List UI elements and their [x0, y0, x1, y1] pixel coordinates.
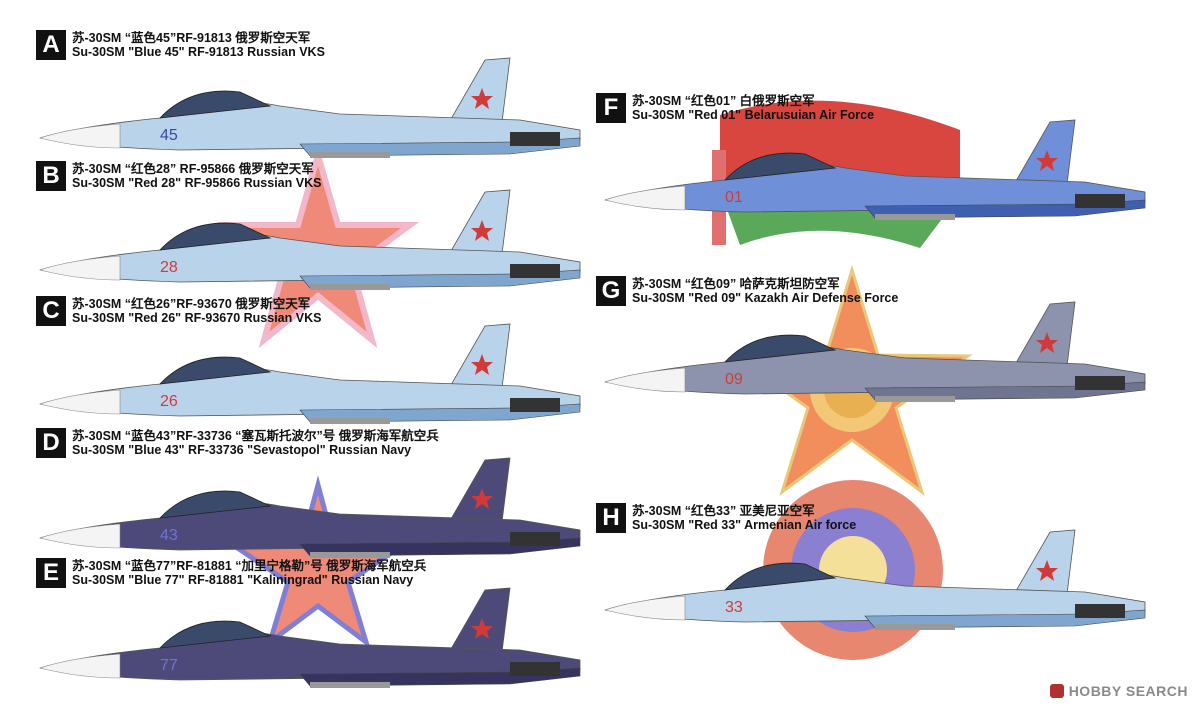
profile-letter: H	[596, 503, 626, 533]
su30-aircraft-c: 26	[38, 323, 581, 424]
profile-title-en: Su-30SM "Blue 77" RF-81881 "Kaliningrad"…	[72, 573, 414, 587]
aircraft-number: 26	[160, 393, 178, 410]
profile-letter: G	[596, 276, 626, 306]
profile-title-en: Su-30SM "Red 28" RF-95866 Russian VKS	[72, 176, 322, 190]
aircraft-number: 33	[725, 599, 743, 616]
profile-title-en: Su-30SM "Red 26" RF-93670 Russian VKS	[72, 311, 322, 325]
watermark-text: HOBBY SEARCH	[1068, 683, 1188, 699]
profile-letter: A	[36, 30, 66, 60]
profile-title-cn: 苏-30SM “红色26”RF-93670 俄罗斯空天军	[72, 297, 311, 311]
su30-aircraft-d: 43	[38, 457, 581, 558]
profile-title-cn: 苏-30SM “红色28” RF-95866 俄罗斯空天军	[72, 162, 314, 176]
profile-label-e: E 苏-30SM “蓝色77”RF-81881 “加里宁格勒”号 俄罗斯海军航空…	[36, 558, 426, 588]
aircraft-number: 77	[160, 657, 178, 674]
profile-title-en: Su-30SM "Blue 43" RF-33736 "Sevastopol" …	[72, 443, 412, 457]
profile-letter: E	[36, 558, 66, 588]
profile-title-cn: 苏-30SM “红色33” 亚美尼亚空军	[632, 504, 815, 518]
aircraft-number: 01	[725, 189, 743, 206]
profile-title-en: Su-30SM "Blue 45" RF-91813 Russian VKS	[72, 45, 325, 59]
hobby-search-watermark: HOBBY SEARCH	[1049, 683, 1188, 699]
profile-title-cn: 苏-30SM “蓝色43”RF-33736 “塞瓦斯托波尔”号 俄罗斯海军航空兵	[72, 429, 439, 443]
profile-letter: C	[36, 296, 66, 326]
profile-title-en: Su-30SM "Red 33" Armenian Air force	[632, 518, 857, 532]
profile-title-cn: 苏-30SM “红色09” 哈萨克斯坦防空军	[632, 277, 840, 291]
profile-label-d: D 苏-30SM “蓝色43”RF-33736 “塞瓦斯托波尔”号 俄罗斯海军航…	[36, 428, 439, 458]
su30-aircraft-f: 01	[603, 119, 1146, 220]
su30-aircraft-e: 77	[38, 587, 581, 688]
su30-aircraft-a: 45	[38, 57, 581, 158]
profile-letter: F	[596, 93, 626, 123]
aircraft-number: 28	[160, 259, 178, 276]
profile-letter: B	[36, 161, 66, 191]
su30-aircraft-h: 33	[603, 529, 1146, 630]
hobby-search-logo-icon	[1049, 684, 1064, 698]
profile-title-cn: 苏-30SM “红色01” 白俄罗斯空军	[632, 94, 815, 108]
aircraft-number: 45	[160, 127, 178, 144]
aircraft-number: 43	[160, 527, 178, 544]
profile-title-cn: 苏-30SM “蓝色45”RF-91813 俄罗斯空天军	[72, 31, 311, 45]
profile-letter: D	[36, 428, 66, 458]
profile-title-en: Su-30SM "Red 01" Belarusuian Air Force	[632, 108, 875, 122]
profile-title-cn: 苏-30SM “蓝色77”RF-81881 “加里宁格勒”号 俄罗斯海军航空兵	[72, 559, 427, 573]
aircraft-number: 09	[725, 371, 743, 388]
su30-aircraft-b: 28	[38, 189, 581, 290]
su30-aircraft-g: 09	[603, 301, 1146, 402]
profile-title-en: Su-30SM "Red 09" Kazakh Air Defense Forc…	[632, 291, 899, 305]
